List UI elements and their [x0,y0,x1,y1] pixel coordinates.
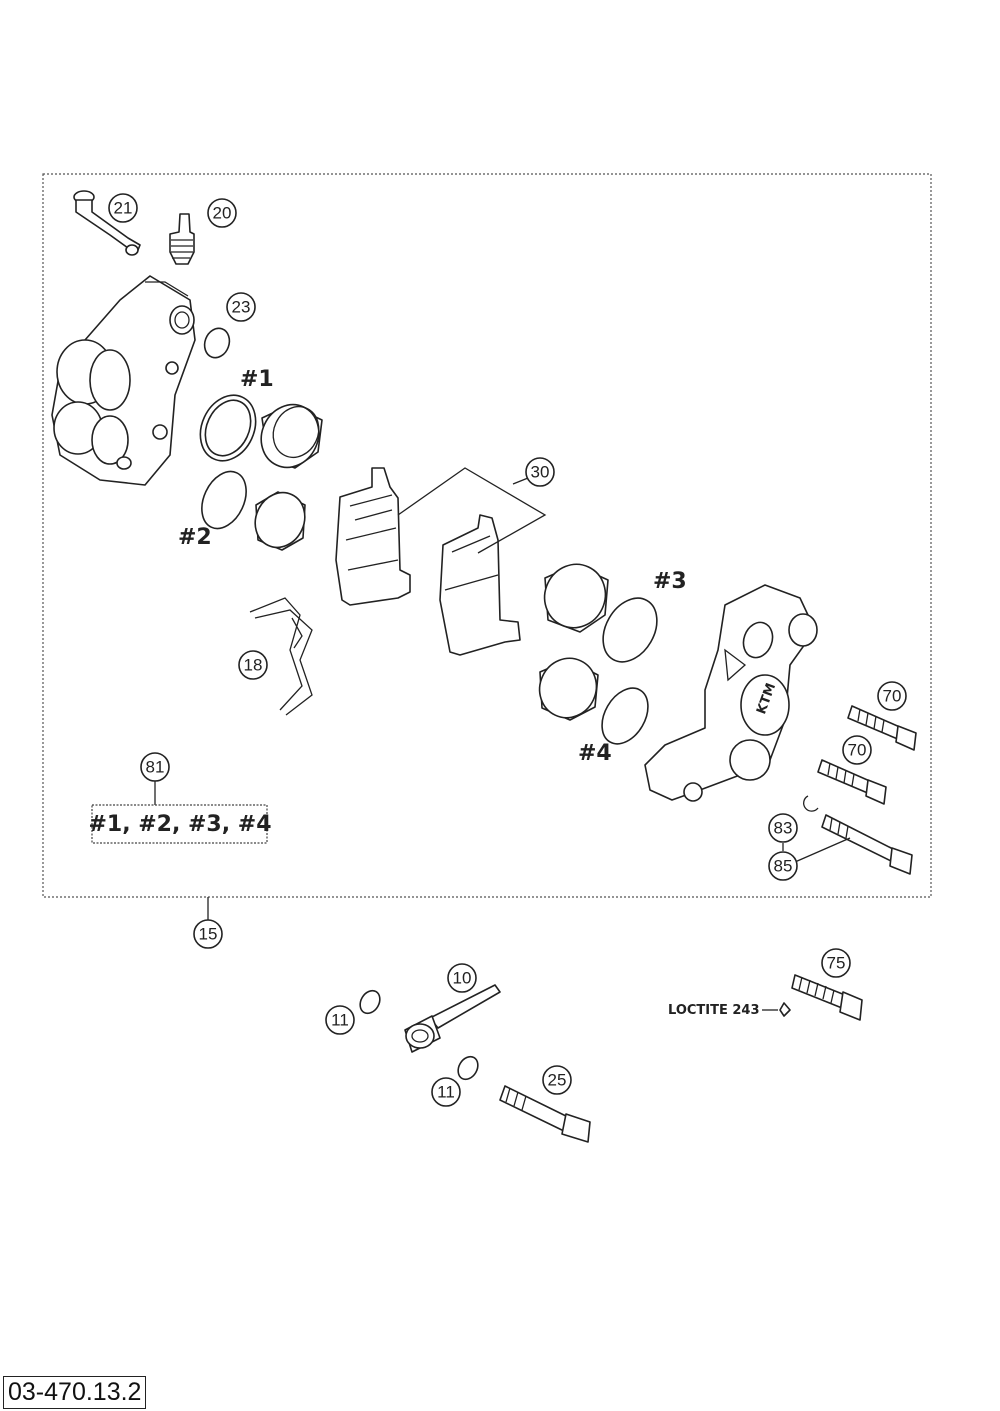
callout-11: 11 [431,1077,461,1107]
callout-21: 21 [108,193,138,223]
svg-text:25: 25 [548,1071,567,1090]
callout-83: 83 [768,813,798,843]
brake-line [404,984,501,1053]
assembly-frame [42,173,932,898]
washer [803,795,819,812]
callout-85: 85 [768,851,798,881]
svg-text:11: 11 [331,1011,349,1030]
callout-25: 25 [542,1065,572,1095]
seal-kit-label: #1, #2, #3, #4 [88,812,271,837]
svg-text:75: 75 [827,954,846,973]
o-ring [203,327,231,359]
svg-text:20: 20 [213,204,232,223]
sealing-washer [457,1055,479,1081]
svg-text:70: 70 [883,687,902,706]
piston [254,491,306,551]
mounting-bolt [791,974,863,1021]
piston [260,403,323,469]
leader-line [512,477,529,485]
seal-1 [199,394,257,462]
seal-4 [601,687,649,745]
svg-text:81: 81 [146,758,165,777]
seal-label-2: #2 [178,525,212,550]
piston [538,657,599,721]
callout-18: 18 [238,650,268,680]
seal-label-1: #1 [240,367,274,392]
seal-2 [201,470,247,530]
banjo-bolt [499,1085,591,1143]
callout-20: 20 [207,198,237,228]
caliper-bolt [847,705,917,751]
svg-text:21: 21 [114,199,133,218]
callout-75: 75 [821,948,851,978]
svg-text:83: 83 [774,819,793,838]
caliper-half-right: KTM [644,584,818,802]
callout-81: 81 [140,752,170,782]
svg-text:85: 85 [774,857,793,876]
svg-text:30: 30 [531,463,550,482]
bleeder-cap [73,190,141,256]
page-code: 03-470.13.2 [3,1376,147,1409]
callout-70: 70 [877,681,907,711]
svg-text:18: 18 [244,656,263,675]
long-bolt [821,814,913,875]
svg-text:11: 11 [437,1083,455,1102]
svg-text:70: 70 [848,741,867,760]
loctite-label: LOCTITE 243 [668,1003,760,1018]
callout-11: 11 [325,1005,355,1035]
sealing-washer [359,989,381,1015]
leader-line [794,837,851,863]
brake-pad-outer [335,467,411,606]
caliper-half-left [51,275,196,486]
seal-label-3: #3 [653,569,687,594]
callout-30: 30 [525,457,555,487]
callout-15: 15 [193,919,223,949]
callout-23: 23 [226,292,256,322]
seal-label-4: #4 [578,741,612,766]
callout-70: 70 [842,735,872,765]
piston [543,563,609,633]
seal-kit-box [91,804,268,844]
svg-text:10: 10 [453,969,472,988]
loctite-drop [779,1002,791,1017]
svg-text:15: 15 [199,925,218,944]
callout-10: 10 [447,963,477,993]
pad-spring [249,597,313,716]
caliper-bolt [817,759,887,805]
svg-text:23: 23 [232,298,251,317]
brake-pad-inner [439,514,521,656]
bleeder-screw [169,213,195,265]
seal-3 [602,597,658,663]
leader-line [397,467,547,554]
